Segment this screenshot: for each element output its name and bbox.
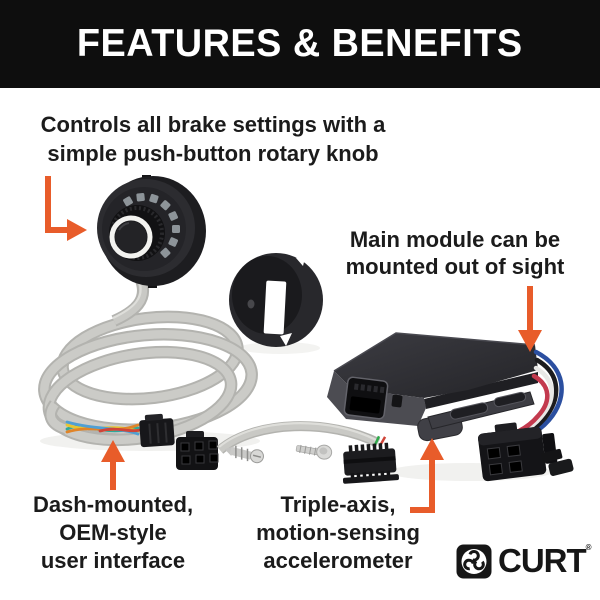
mounting-clip	[541, 448, 574, 476]
main-module	[327, 332, 574, 482]
annotation-knob-line2: simple push-button rotary knob	[47, 141, 379, 166]
wiring-connector	[478, 422, 558, 482]
jumper-cable	[216, 421, 381, 454]
rotary-knob	[97, 175, 206, 288]
banner: FEATURES & BENEFITS	[0, 0, 600, 88]
annotation-interface: Dash-mounted, OEM-style user interface	[3, 491, 223, 575]
curt-logo-icon	[456, 544, 492, 578]
interface-arrow	[101, 440, 125, 490]
annotation-module-line1: Main module can be	[349, 227, 561, 252]
annotation-accelerometer: Triple-axis, motion-sensing acceleromete…	[228, 491, 448, 575]
annotation-interface-line2: OEM-style	[59, 520, 167, 545]
accelerometer-arrow	[410, 438, 444, 513]
annotation-module-line2: mounted out of sight	[345, 254, 565, 279]
knob-arrow	[45, 176, 87, 241]
banner-title: FEATURES & BENEFITS	[77, 22, 523, 65]
annotation-accelerometer-line2: motion-sensing	[256, 520, 420, 545]
callout-arrows	[45, 176, 542, 513]
annotation-knob: Controls all brake settings with a simpl…	[0, 110, 426, 168]
annotation-accelerometer-line1: Triple-axis,	[280, 492, 396, 517]
annotation-knob-line1: Controls all brake settings with a	[40, 112, 386, 137]
annotation-module: Main module can be mounted out of sight	[305, 226, 600, 280]
curt-brand-text: CURT	[498, 542, 587, 579]
knob-indicator-marks	[123, 192, 180, 258]
six-pin-connector	[176, 431, 219, 470]
curt-wordmark: CURT®	[498, 543, 592, 579]
annotation-accelerometer-line3: accelerometer	[263, 548, 413, 573]
machine-screw	[295, 444, 333, 460]
module-flange	[417, 391, 535, 442]
wire-leads	[65, 420, 142, 436]
annotation-interface-line1: Dash-mounted,	[32, 492, 194, 517]
curt-trademark: ®	[585, 543, 592, 552]
self-tapping-screw	[224, 445, 264, 464]
knob-connector	[139, 413, 175, 448]
module-arrow	[518, 286, 542, 352]
annotation-interface-line3: user interface	[40, 548, 186, 573]
mounting-bezel	[229, 253, 323, 347]
module-port	[343, 376, 389, 420]
curt-logo: CURT®	[456, 543, 592, 579]
ribbon-connector	[342, 435, 399, 484]
